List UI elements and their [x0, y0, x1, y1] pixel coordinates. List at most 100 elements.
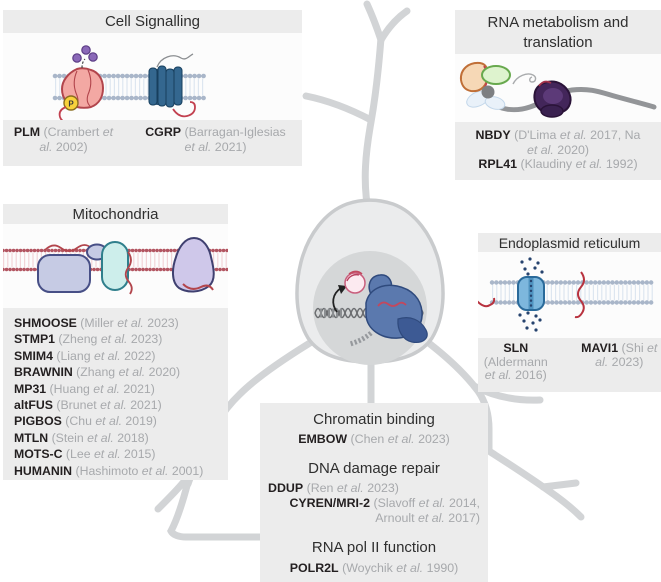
protein-citation: (Hashimoto et al. 2001) [75, 463, 204, 478]
protein-entry: HUMANIN (Hashimoto et al. 2001) [14, 463, 228, 479]
mito-channel-icon [101, 241, 129, 291]
protein-name: SLN [503, 341, 529, 355]
protein-entry: PLM (Crambert et al. 2002) [14, 125, 114, 155]
mrna-cap-curl-icon [512, 73, 537, 85]
protein-entry: PIGBOS (Chu et al. 2019) [14, 413, 228, 429]
protein-name: NBDY [475, 128, 511, 142]
protein-name: PIGBOS [14, 414, 62, 429]
protein-name: PLM [13, 125, 41, 139]
er-illustration [478, 252, 661, 338]
protein-citation: (Lee et al. 2015) [65, 447, 156, 462]
protein-name: POLR2L [289, 561, 339, 575]
protein-citation: (Shi et al. 2023) [595, 341, 658, 369]
protein-citation: (Woychik et al. 1990) [342, 561, 459, 575]
mavi1-peptide-icon [574, 271, 585, 319]
plm-protein-icon: P [58, 45, 105, 124]
mito-translocase-icon [172, 236, 215, 293]
protein-name: SMIM4 [14, 348, 53, 363]
protein-entry: DDUP (Ren et al. 2023) [268, 481, 480, 496]
phosphorylation-icon [63, 95, 79, 111]
dna-damage-repair-entries: DDUP (Ren et al. 2023)CYREN/MRI-2 (Slavo… [260, 481, 488, 526]
protein-entry: SLN (Aldermann et al. 2016) [478, 341, 554, 383]
panel-cell-signalling: Cell Signalling P [3, 10, 302, 166]
protein-citation: (Chu et al. 2019) [65, 414, 157, 429]
protein-name: HUMANIN [14, 463, 73, 478]
protein-entry: CGRP (Barragan-Iglesias et al. 2021) [140, 125, 292, 155]
panel-rna-metabolism: RNA metabolism and translation [455, 10, 661, 180]
protein-name: MAVI1 [581, 341, 619, 355]
rna-pol-ii-entries: POLR2L (Woychik et al. 1990) [260, 561, 488, 576]
nascent-microprotein [332, 270, 366, 313]
panel-endoplasmic-reticulum: Endoplasmid reticulum [478, 233, 661, 392]
sln-channel-icon [517, 276, 545, 311]
panel-nuclear-functions: Chromatin binding EMBOW (Chen et al. 202… [260, 403, 488, 582]
protein-entry: RPL41 (Klaudiny et al. 1992) [455, 157, 661, 172]
protein-citation: (Slavoff et al. 2014, Arnoult et al. 201… [373, 496, 480, 525]
protein-name: CGRP [145, 125, 182, 139]
protein-citation: (Miller et al. 2023) [80, 316, 179, 330]
protein-entry: SHMOOSE (Miller et al. 2023) [14, 315, 228, 331]
protein-entry: MAVI1 (Shi et al. 2023) [578, 341, 661, 369]
protein-name: SHMOOSE [14, 316, 77, 330]
protein-citation: (Ren et al. 2023) [306, 481, 399, 495]
protein-entry: MTLN (Stein et al. 2018) [14, 430, 228, 446]
protein-entry: BRAWNIN (Zhang et al. 2020) [14, 364, 228, 380]
protein-citation: (Huang et al. 2021) [49, 381, 155, 396]
protein-entry: EMBOW (Chen et al. 2023) [260, 432, 488, 447]
ion-dots-icon [518, 257, 544, 332]
protein-name: EMBOW [298, 432, 348, 446]
mitochondria-protein-list: SHMOOSE (Miller et al. 2023)STMP1 (Zheng… [3, 308, 228, 480]
mrna-strand-icon [484, 87, 657, 113]
heading-dna-damage-repair: DNA damage repair [308, 460, 440, 477]
rna-metabolism-protein-labels: NBDY (D'Lima et al. 2017, Na et al. 2020… [455, 122, 661, 180]
green-factor-icon [481, 65, 511, 85]
ribosome-icon [533, 80, 572, 118]
svg-text:P: P [68, 100, 74, 109]
mito-protein-complex-icon [37, 254, 91, 293]
panel-title-rna-metabolism: RNA metabolism and translation [455, 10, 661, 54]
panel-title-endoplasmic-reticulum: Endoplasmid reticulum [478, 233, 661, 252]
protein-citation: (Aldermann et al. 2016) [483, 354, 548, 382]
heading-chromatin-binding: Chromatin binding [313, 411, 435, 428]
protein-citation: (Brunet et al. 2021) [56, 398, 162, 413]
protein-entry: SMIM4 (Liang et al. 2022) [14, 348, 228, 364]
protein-name: MTLN [14, 430, 49, 445]
panel-title-cell-signalling: Cell Signalling [3, 10, 302, 33]
protein-citation: (Zheng et al. 2023) [58, 332, 163, 347]
red-peptide-icon [124, 251, 133, 295]
gray-factor-icon [481, 85, 495, 99]
protein-name: CYREN/MRI-2 [289, 496, 370, 510]
er-membrane-icon [489, 280, 658, 305]
protein-citation: (Crambert et al. 2002) [39, 125, 114, 154]
cgrp-receptor-icon [148, 53, 196, 118]
cell-signalling-protein-labels: PLM (Crambert et al. 2002) CGRP (Barragan… [3, 120, 302, 166]
er-protein-labels: SLN (Aldermann et al. 2016) MAVI1 (Shi et… [478, 338, 661, 392]
protein-name: BRAWNIN [14, 365, 73, 380]
protein-entry: POLR2L (Woychik et al. 1990) [260, 561, 488, 576]
protein-entry: STMP1 (Zheng et al. 2023) [14, 331, 228, 347]
protein-citation: (Zhang et al. 2020) [76, 365, 181, 380]
protein-name: MP31 [14, 381, 47, 396]
protein-citation: (Chen et al. 2023) [350, 432, 450, 446]
panel-title-mitochondria: Mitochondria [3, 204, 228, 224]
rna-polymerase-complex [349, 274, 428, 347]
protein-citation: (D'Lima et al. 2017, Na et al. 2020) [514, 128, 641, 157]
protein-citation: (Klaudiny et al. 1992) [520, 157, 638, 171]
protein-entry: CYREN/MRI-2 (Slavoff et al. 2014, Arnoul… [268, 496, 480, 526]
chromatin-binding-entries: EMBOW (Chen et al. 2023) [260, 432, 488, 447]
heading-rna-pol-ii-function: RNA pol II function [311, 539, 437, 556]
protein-name: DDUP [268, 481, 304, 495]
protein-name: MOTS-C [14, 447, 63, 462]
red-peptide-icon [478, 297, 496, 308]
red-peptide-icon [182, 283, 214, 291]
mitochondria-illustration [3, 224, 228, 308]
rna-metabolism-illustration [455, 54, 661, 122]
translation-factor-petal-icon [484, 96, 506, 110]
protein-entry: NBDY (D'Lima et al. 2017, Na et al. 2020… [474, 128, 642, 157]
protein-entry: MOTS-C (Lee et al. 2015) [14, 446, 228, 462]
protein-name: RPL41 [478, 157, 517, 171]
cell-signalling-illustration: P [3, 33, 302, 124]
protein-citation: (Liang et al. 2022) [56, 348, 156, 363]
